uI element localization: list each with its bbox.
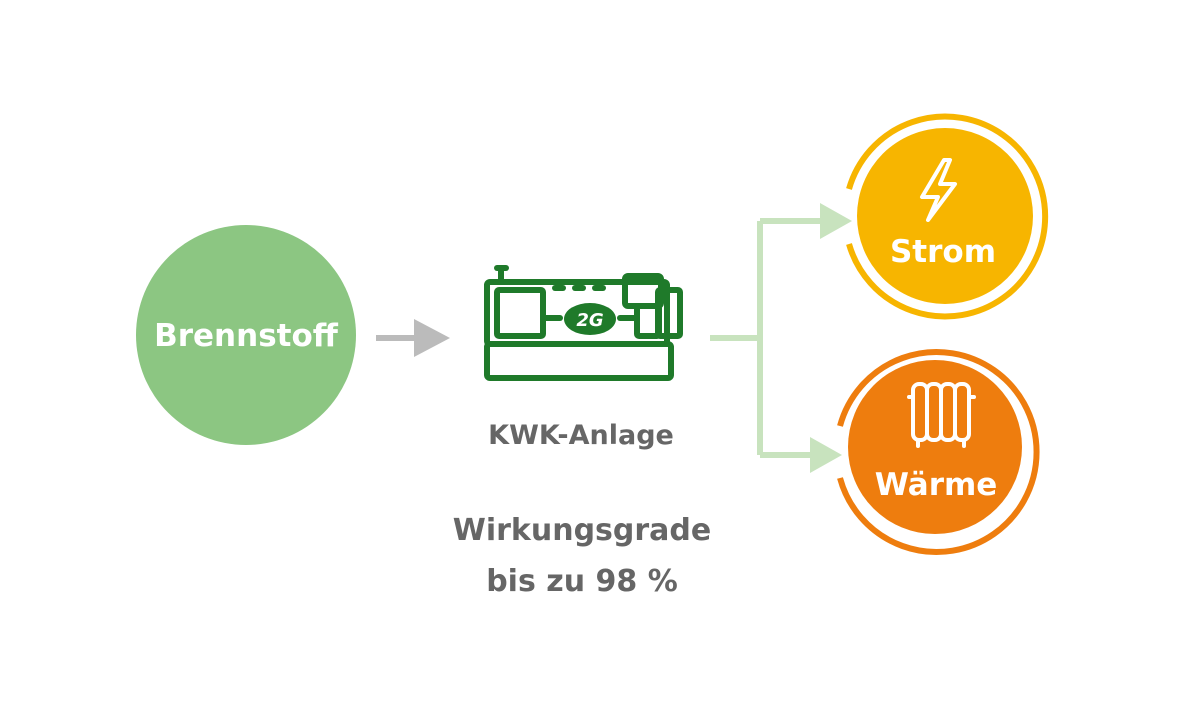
lightning-bolt-icon bbox=[920, 158, 957, 222]
chp-output-branch bbox=[710, 218, 824, 458]
heat-circle bbox=[848, 360, 1022, 534]
efficiency-line-2: bis zu 98 % bbox=[486, 564, 678, 599]
radiator-icon bbox=[907, 382, 976, 448]
to-heat-arrowhead bbox=[810, 437, 842, 473]
chp-logo: 2G bbox=[564, 303, 616, 335]
heat-ring bbox=[837, 349, 1040, 555]
power-ring bbox=[846, 113, 1049, 320]
fuel-circle bbox=[136, 225, 356, 445]
power-label: Strom bbox=[890, 234, 996, 270]
efficiency-line-1: Wirkungsgrade bbox=[453, 513, 712, 548]
chp-unit-icon bbox=[484, 265, 683, 381]
heat-label: Wärme bbox=[875, 467, 998, 503]
heat-node: Wärme bbox=[837, 349, 1040, 555]
to-power-arrowhead bbox=[820, 203, 852, 239]
power-circle bbox=[857, 128, 1033, 304]
fuel-label: Brennstoff bbox=[154, 318, 339, 354]
fuel-to-chp-arrow bbox=[376, 319, 450, 357]
chp-logo-text: 2G bbox=[576, 310, 603, 331]
fuel-node: Brennstoff bbox=[136, 225, 356, 445]
chp-label: KWK-Anlage bbox=[488, 420, 674, 451]
power-node: Strom bbox=[846, 113, 1049, 320]
